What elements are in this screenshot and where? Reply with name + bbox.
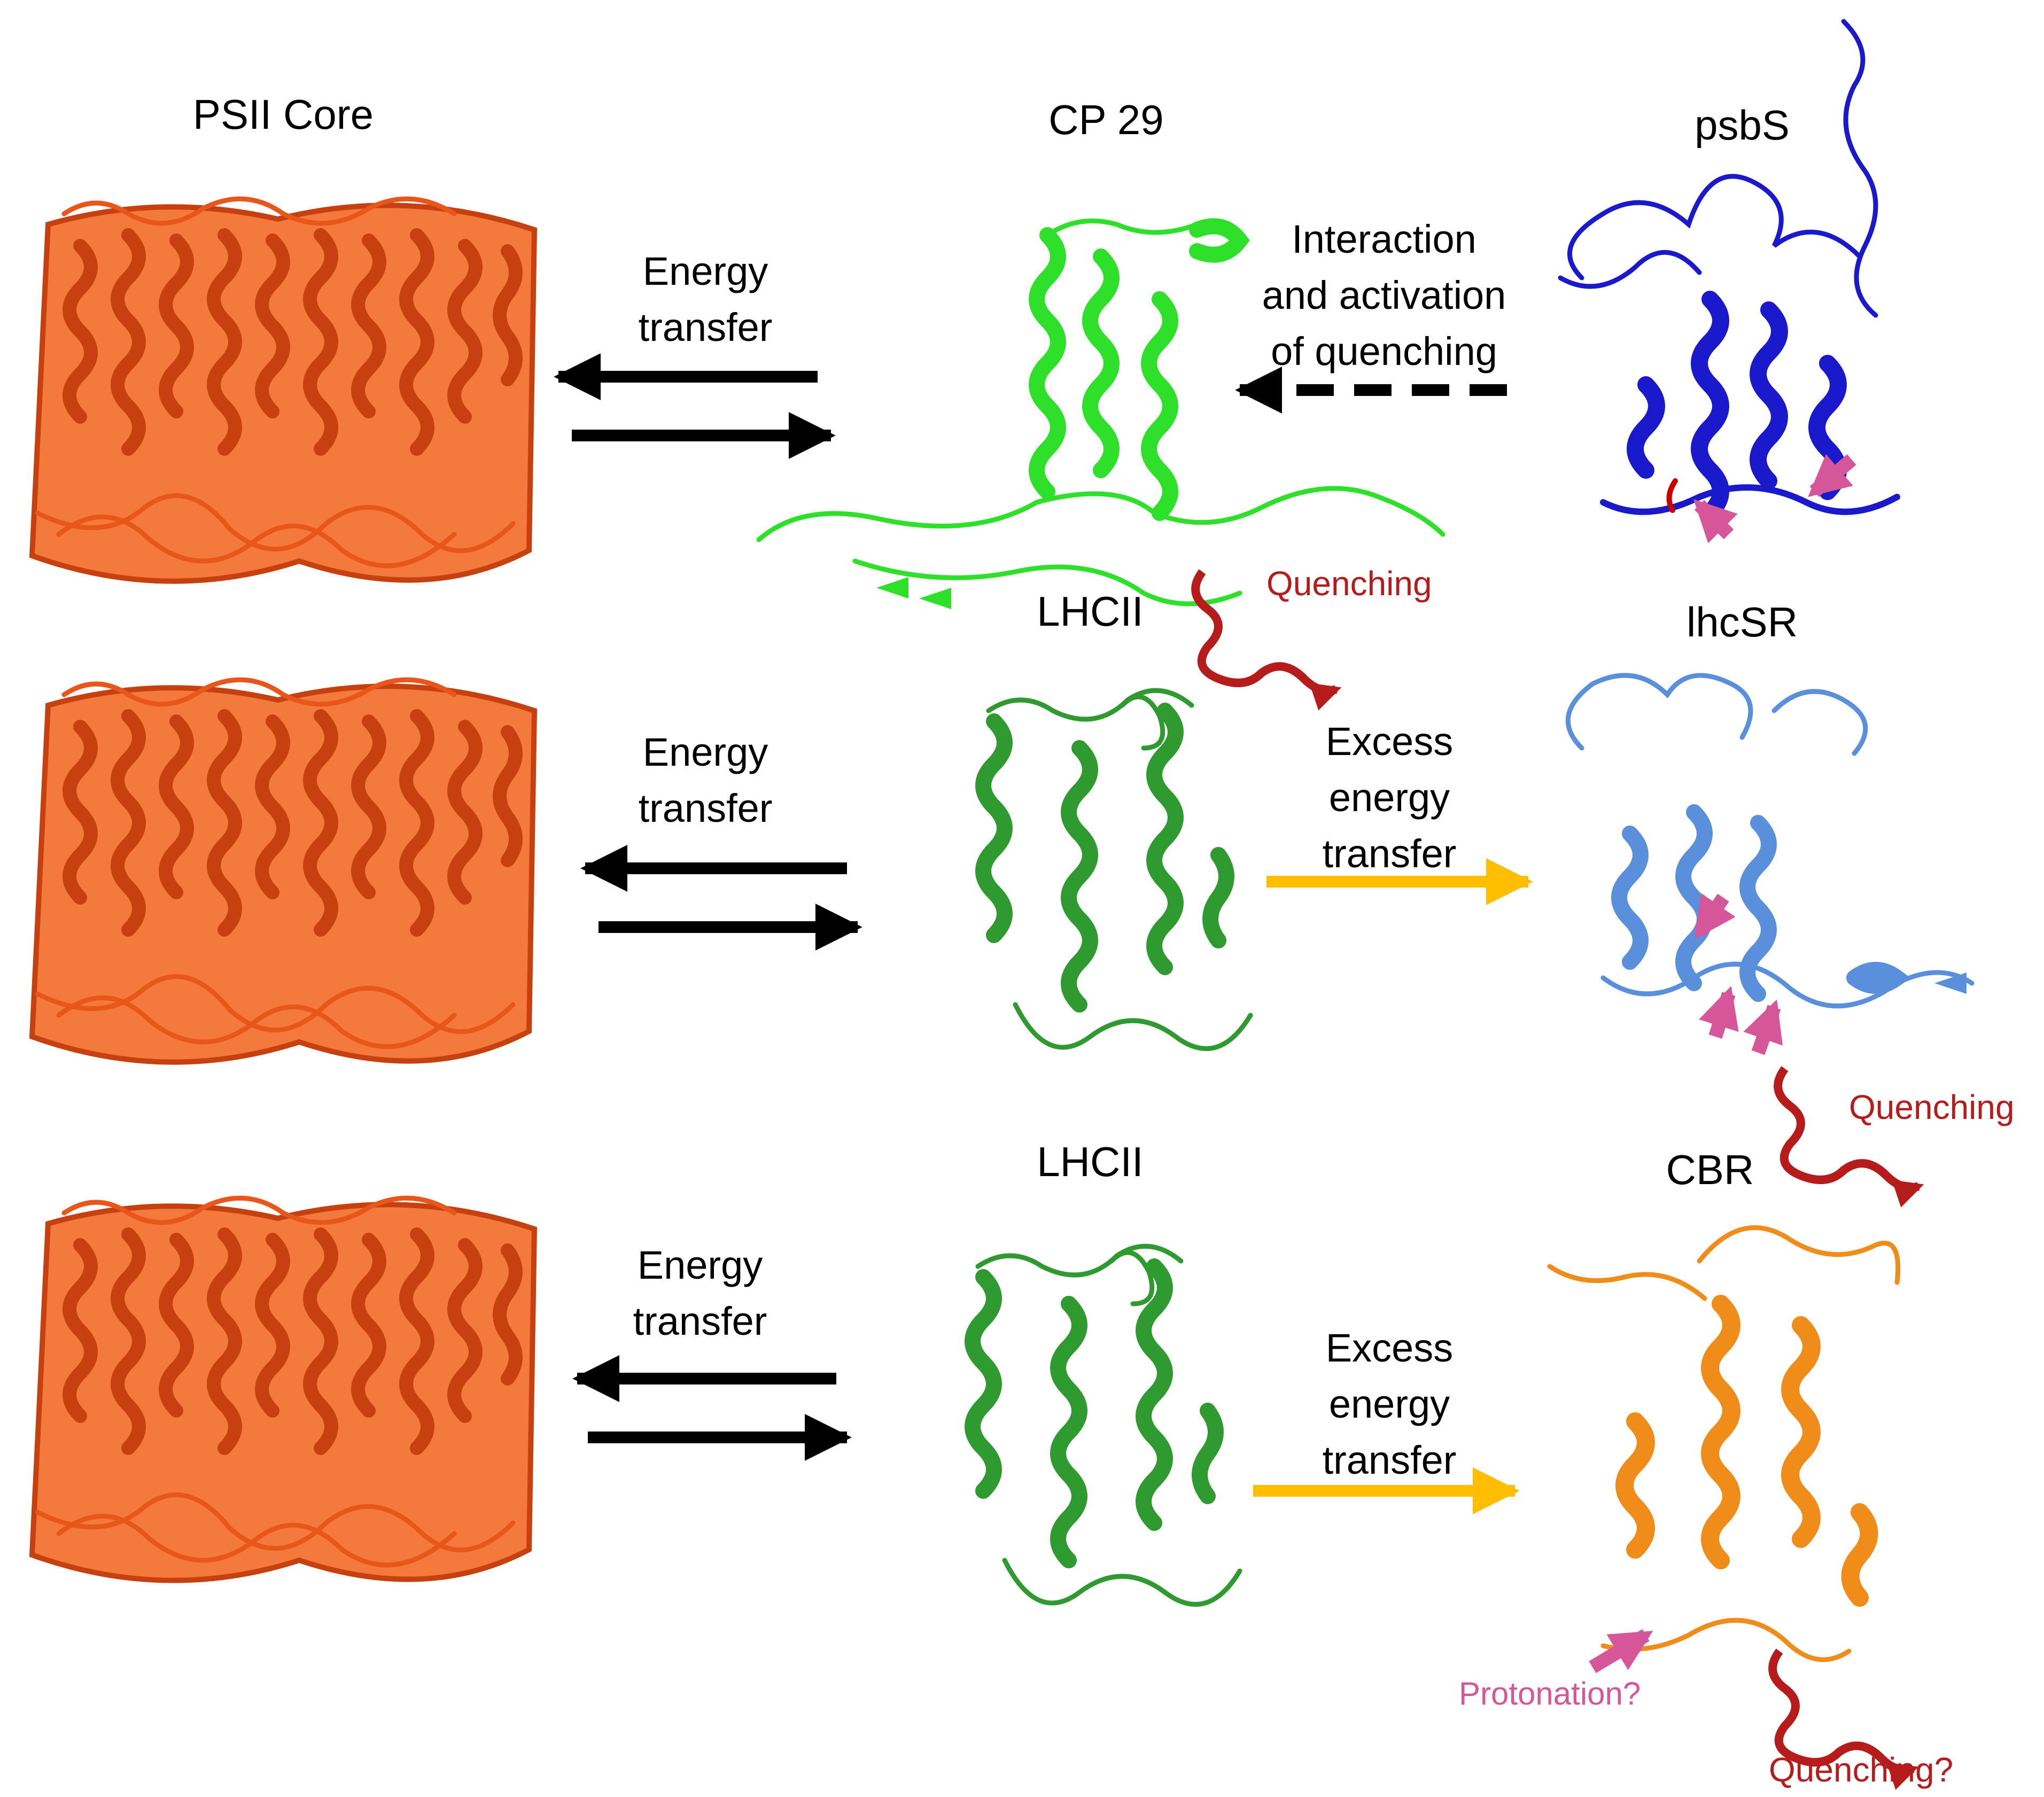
psbs-structure <box>1558 19 1900 522</box>
lhcsr-structure <box>1565 673 1975 1009</box>
quenching-wave-3 <box>1768 1648 1919 1790</box>
psii-core-structure-2 <box>32 680 534 1062</box>
label-lhcii-1: LHCII <box>1037 588 1144 635</box>
cbr-structure <box>1547 1225 1901 1662</box>
label-energy-transfer-1: Energy transfer <box>638 249 773 350</box>
cp29-structure <box>756 218 1445 609</box>
lhcii-structure-2 <box>973 1246 1240 1604</box>
site-arrow-lhcsr-3 <box>1743 999 1783 1055</box>
psii-core-structure-3 <box>32 1198 534 1580</box>
site-arrow-psbs-2 <box>1808 454 1856 497</box>
site-arrow-cbr <box>1589 1629 1653 1674</box>
label-cp29: CP 29 <box>1048 96 1164 143</box>
label-excess-energy-transfer-2: Excess energy transfer <box>1322 1326 1457 1483</box>
site-arrow-lhcsr-1 <box>1693 893 1736 939</box>
quenching-wave-2 <box>1774 1066 1924 1208</box>
label-lhcsr: lhcSR <box>1686 598 1798 645</box>
lhcii-structure-1 <box>975 688 1253 1051</box>
label-energy-transfer-3: Energy transfer <box>633 1243 767 1344</box>
label-energy-transfer-2: Energy transfer <box>638 730 773 831</box>
label-quenching-1: Quenching <box>1266 564 1432 603</box>
label-quenching-3: Quenching? <box>1769 1751 1954 1789</box>
label-excess-energy-transfer-1: Excess energy transfer <box>1322 719 1457 876</box>
label-psbs: psbS <box>1695 102 1790 149</box>
label-interaction-activation: Interaction and activation of quenching <box>1262 217 1506 374</box>
label-lhcii-2: LHCII <box>1037 1138 1144 1185</box>
label-protonation: Protonation? <box>1459 1676 1641 1712</box>
site-arrow-lhcsr-2 <box>1699 986 1739 1039</box>
label-quenching-2: Quenching <box>1849 1088 2015 1126</box>
quenching-wave-1 <box>1191 569 1342 711</box>
psii-core-structure-1 <box>29 196 538 584</box>
label-psii-core: PSII Core <box>192 91 374 138</box>
label-cbr: CBR <box>1666 1146 1754 1193</box>
site-arrow-psbs-1 <box>1693 499 1738 543</box>
